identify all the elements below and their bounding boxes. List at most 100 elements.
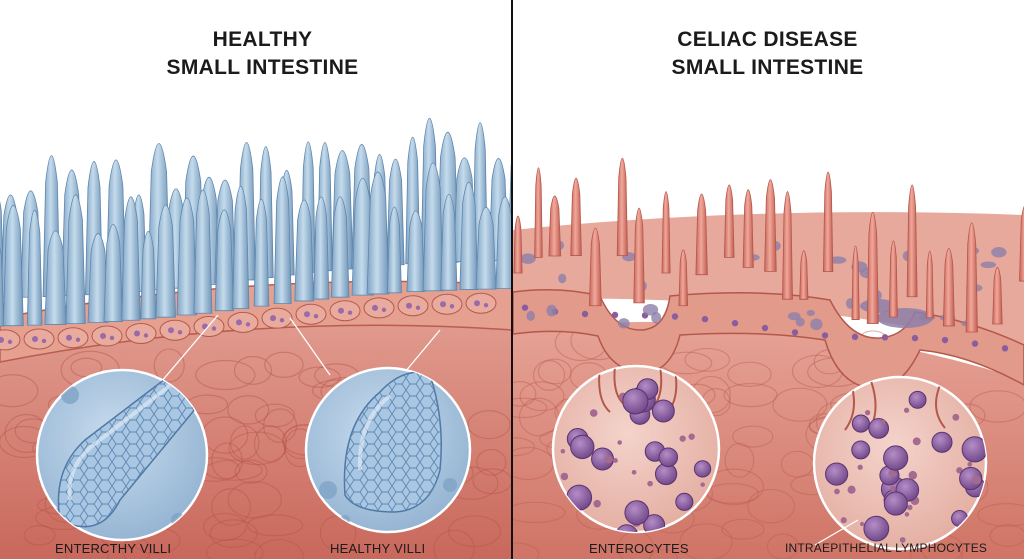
granule [679, 435, 686, 442]
villus [942, 247, 955, 327]
epithelial-cell [465, 292, 497, 314]
cell-nucleus [483, 303, 489, 308]
villus [214, 209, 235, 312]
cell-nucleus [381, 307, 387, 313]
lymphocyte [615, 524, 639, 532]
healthy-villi [0, 118, 511, 327]
surface-lymphocyte [526, 310, 535, 321]
cell-nucleus [245, 322, 251, 327]
cell-nucleus [32, 335, 38, 342]
celiac-title: CELIAC DISEASE SMALL INTESTINE [630, 26, 905, 82]
villus [65, 194, 86, 325]
label-healthy-villi: HEALTHY VILLI [330, 541, 426, 556]
villus [459, 181, 479, 290]
villus [422, 162, 444, 292]
villus [140, 230, 157, 320]
cell-nucleus [313, 314, 319, 319]
lymphocyte [851, 414, 870, 433]
epithelial-cell [261, 307, 293, 329]
villus [330, 196, 350, 298]
cell-nucleus [474, 300, 480, 307]
lymphocyte [622, 388, 649, 415]
granule [847, 485, 856, 494]
villus [906, 184, 918, 298]
healthy-title-line1: HEALTHY [212, 28, 313, 51]
granule [647, 480, 653, 487]
epithelial-cell [159, 319, 191, 341]
lymphocyte [658, 447, 679, 468]
villus [513, 215, 523, 274]
villus [0, 246, 5, 327]
villus [965, 222, 978, 333]
cell-nucleus [143, 333, 149, 338]
villus [661, 191, 671, 274]
lymphocyte [868, 418, 890, 439]
villus [633, 207, 645, 304]
celiac-atrophic-villi [513, 157, 1024, 333]
lymphocyte [908, 390, 927, 409]
surface-lymphocyte [520, 253, 536, 264]
granule [612, 458, 618, 463]
epithelial-cell [363, 297, 395, 319]
villus [232, 186, 250, 310]
villus [589, 227, 602, 307]
granule [834, 488, 840, 495]
epithelial-cell [397, 295, 429, 317]
villus [851, 245, 860, 320]
surface-lymphocyte [991, 247, 1007, 258]
villus [313, 196, 330, 300]
villus [294, 199, 315, 302]
cell-nucleus [671, 313, 679, 320]
lymphocyte [851, 440, 871, 460]
healthy-panel [0, 118, 511, 559]
cell-nucleus [168, 327, 174, 334]
granule [859, 521, 865, 527]
granule [903, 407, 910, 413]
granule [912, 437, 921, 446]
surface-lymphocyte [980, 261, 997, 269]
cell-nucleus [0, 336, 4, 343]
label-entercthy-villi: ENTERCTHY VILLI [55, 541, 172, 556]
label-intraepithelial-lymphocytes: INTRAEPITHELIAL LYMPHOCYTES [785, 541, 988, 555]
epithelial-cell [125, 322, 157, 344]
cell-nucleus [211, 326, 217, 331]
surface-lymphocyte [558, 273, 567, 284]
villus [2, 205, 24, 327]
cell-nucleus [338, 307, 344, 314]
lymphocyte [570, 434, 595, 460]
surface-lymphocyte [618, 318, 630, 329]
epithelial-cell [431, 293, 463, 315]
lymphocyte [675, 492, 694, 511]
surface-lymphocyte [828, 256, 847, 264]
healthy-magnified-villus-right [304, 366, 472, 534]
epithelial-cell [227, 311, 259, 333]
villus [742, 189, 754, 268]
cell-nucleus [109, 335, 115, 341]
villus [822, 171, 834, 273]
villus [925, 250, 934, 319]
villus [121, 196, 141, 321]
cell-nucleus [821, 332, 829, 339]
cell-nucleus [701, 315, 709, 323]
leader-line [814, 519, 859, 546]
cell-nucleus [304, 311, 310, 318]
granule [889, 485, 896, 492]
surface-lymphocyte [546, 304, 557, 317]
celiac-magnified-lymphocytes [812, 375, 988, 551]
villus [1019, 205, 1024, 282]
villus [253, 198, 270, 307]
cell-nucleus [791, 329, 799, 336]
cell-nucleus [372, 304, 378, 311]
granule [952, 413, 960, 421]
granule [908, 470, 918, 480]
healthy-epithelial-cells [0, 292, 497, 351]
granule [904, 512, 910, 517]
villus [548, 195, 562, 257]
granule [857, 464, 863, 470]
granule [907, 504, 913, 511]
cell-nucleus [279, 317, 285, 323]
villus [103, 224, 123, 322]
cell-nucleus [100, 332, 106, 339]
cell-nucleus [521, 304, 529, 311]
